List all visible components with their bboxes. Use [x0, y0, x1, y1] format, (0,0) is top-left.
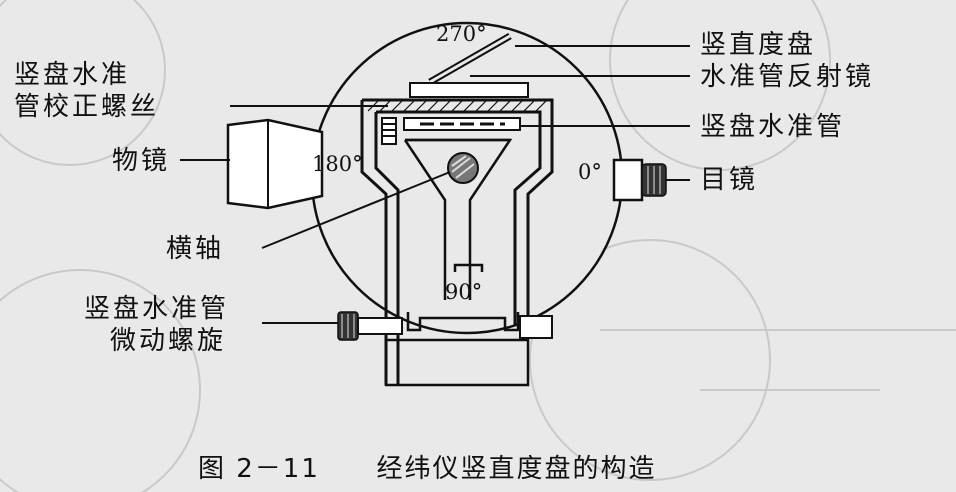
label-tangent-screw-line2: 微动螺旋: [110, 326, 227, 356]
tangent-screw: [337, 311, 553, 341]
eyepiece: [612, 158, 667, 202]
objective-lens: [226, 118, 324, 210]
horizontal-axis: [447, 152, 479, 184]
label-correction-screw-line2: 管校正螺丝: [14, 92, 160, 122]
degree-180: 180°: [312, 152, 363, 176]
base-block: [384, 338, 530, 387]
label-vertical-circle: 竖直度盘: [700, 30, 817, 60]
label-correction-screw-line1: 竖盘水准: [14, 60, 131, 90]
label-eyepiece: 目镜: [700, 165, 759, 195]
caption-number: 图 2－11: [198, 454, 320, 484]
degree-270: 270°: [436, 22, 487, 46]
index-bracket: [406, 263, 520, 332]
label-horizontal-axis: 横轴: [166, 234, 225, 264]
degree-90: 90°: [445, 280, 483, 304]
label-level-reflector: 水准管反射镜: [700, 62, 875, 92]
level-reflector-mirror: [409, 32, 529, 98]
housing-hatch: [367, 100, 547, 112]
figure-caption: 图 2－11 经纬仪竖直度盘的构造: [198, 448, 656, 485]
leader-lines: [180, 45, 690, 324]
degree-0: 0°: [578, 160, 602, 184]
caption-title: 经纬仪竖直度盘的构造: [376, 454, 657, 484]
label-tangent-screw-line1: 竖盘水准管: [84, 294, 230, 324]
label-index-level: 竖盘水准管: [700, 112, 846, 142]
label-objective: 物镜: [112, 146, 171, 176]
alidade-housing: [360, 98, 554, 385]
index-arm: [403, 138, 513, 300]
correction-screw: [381, 117, 397, 145]
